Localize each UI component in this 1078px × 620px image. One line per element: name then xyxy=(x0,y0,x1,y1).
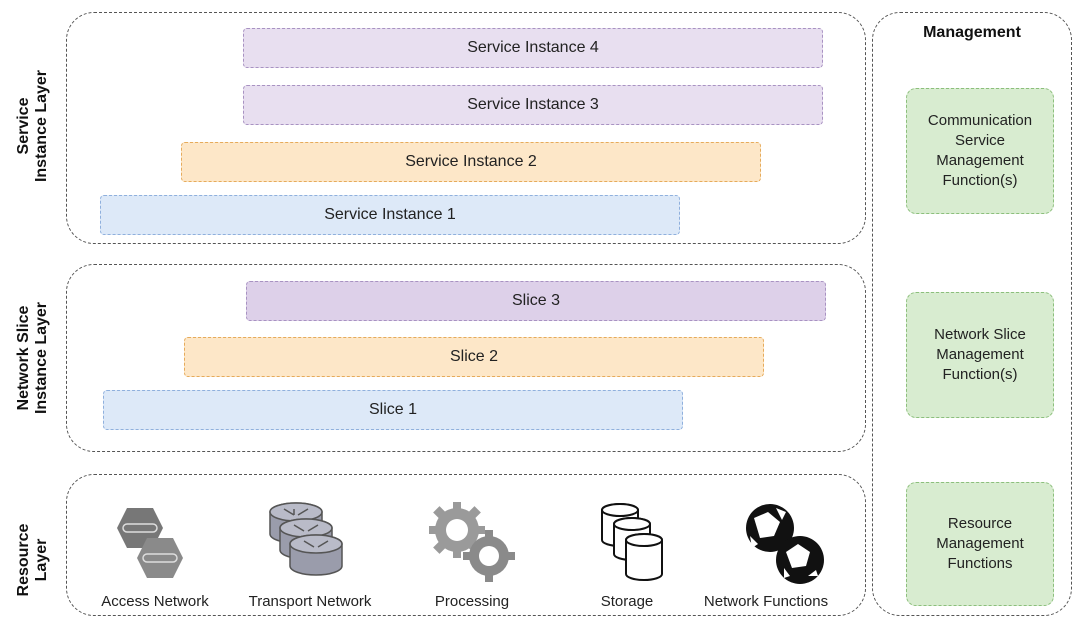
slice-label: Slice 2 xyxy=(449,348,499,365)
management-title: Management xyxy=(923,24,1021,41)
service-instance-bar: Service Instance 1 xyxy=(100,195,680,235)
slice-label: Slice 3 xyxy=(511,292,561,309)
processing-label: Processing xyxy=(434,593,510,610)
access-network-icon xyxy=(75,498,225,588)
service-instance-label: Service Instance 3 xyxy=(467,96,599,113)
management-panel xyxy=(872,12,1072,616)
service-instance-label: Service Instance 2 xyxy=(405,153,537,170)
service-instance-label: Service Instance 1 xyxy=(324,206,456,223)
storage-label: Storage xyxy=(600,593,654,610)
network-slice-instance-layer xyxy=(66,264,866,452)
network-slice-instance-layer-label: Network Slice Instance Layer xyxy=(15,301,50,415)
network-functions-icon xyxy=(700,498,850,590)
management-function-box: Network Slice Management Function(s) xyxy=(906,292,1054,418)
slice-label: Slice 1 xyxy=(368,401,418,418)
network-functions-label: Network Functions xyxy=(703,593,829,610)
resource-layer-label: Resource Layer xyxy=(15,523,50,597)
management-function-label: Network Slice Management Function(s) xyxy=(934,326,1026,383)
slice-bar: Slice 3 xyxy=(246,281,826,321)
slice-bar: Slice 2 xyxy=(184,337,764,377)
service-instance-bar: Service Instance 2 xyxy=(181,142,761,182)
management-function-box: Resource Management Functions xyxy=(906,482,1054,606)
router-stack-icon xyxy=(222,498,372,590)
database-stack-icon xyxy=(538,498,688,590)
gears-icon xyxy=(396,498,546,590)
management-function-box: Communication Service Management Functio… xyxy=(906,88,1054,214)
management-function-label: Communication Service Management Functio… xyxy=(927,112,1033,189)
access-network-label: Access Network xyxy=(101,593,209,610)
service-instance-label: Service Instance 4 xyxy=(467,39,599,56)
slice-bar: Slice 1 xyxy=(103,390,683,430)
service-instance-bar: Service Instance 3 xyxy=(243,85,823,125)
service-instance-layer xyxy=(66,12,866,244)
service-instance-bar: Service Instance 4 xyxy=(243,28,823,68)
service-instance-layer-label: Service Instance Layer xyxy=(15,69,50,183)
resource-layer xyxy=(66,474,866,616)
management-function-label: Resource Management Functions xyxy=(936,515,1024,572)
transport-network-label: Transport Network xyxy=(248,593,372,610)
